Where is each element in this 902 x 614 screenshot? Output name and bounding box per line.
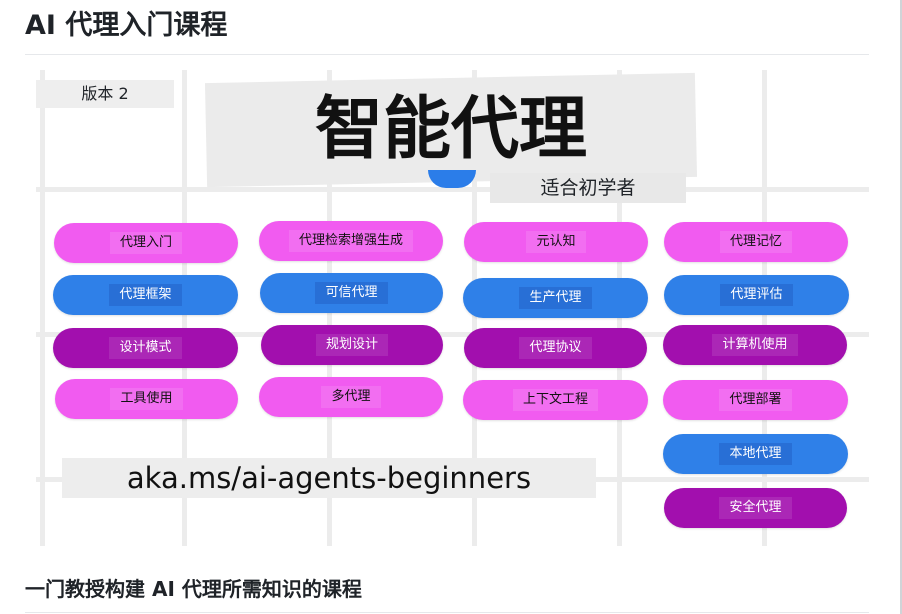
lesson-label: 代理入门 [109, 232, 182, 254]
decorative-shape [428, 170, 476, 188]
lesson-label: 生产代理 [519, 287, 592, 309]
lesson-label: 工具使用 [110, 388, 183, 410]
lesson-pill: 设计模式 [53, 328, 238, 368]
lesson-pill: 多代理 [259, 377, 443, 417]
lesson-pill: 工具使用 [55, 379, 238, 419]
lesson-pill: 代理评估 [664, 275, 849, 315]
lesson-pill: 元认知 [464, 222, 648, 262]
lesson-pill: 代理记忆 [664, 222, 848, 262]
lesson-label: 代理记忆 [719, 231, 792, 253]
section-heading: 一门教授构建 AI 代理所需知识的课程 [25, 577, 362, 601]
grid-line [40, 70, 45, 546]
lesson-pill: 可信代理 [260, 273, 443, 313]
version-label: 版本 2 [36, 80, 174, 108]
lesson-label: 安全代理 [719, 497, 792, 519]
lesson-label: 代理检索增强生成 [288, 230, 413, 252]
lesson-pill: 上下文工程 [463, 380, 648, 420]
lesson-label: 本地代理 [719, 443, 792, 465]
lesson-pill: 代理框架 [53, 275, 238, 315]
course-url: aka.ms/ai-agents-beginners [62, 458, 596, 498]
lesson-label: 代理评估 [720, 284, 793, 306]
lesson-pill: 计算机使用 [663, 325, 847, 365]
grid-line [36, 332, 869, 337]
audience-label: 适合初学者 [490, 173, 686, 203]
lesson-label: 上下文工程 [512, 389, 598, 411]
lesson-pill: 生产代理 [463, 278, 648, 318]
lesson-label: 代理协议 [519, 337, 592, 359]
lesson-pill: 规划设计 [261, 325, 443, 365]
lesson-pill: 代理检索增强生成 [259, 221, 443, 261]
lesson-label: 规划设计 [315, 334, 388, 356]
lesson-pill: 安全代理 [664, 488, 847, 528]
grid-line [36, 187, 869, 192]
lesson-label: 代理框架 [109, 284, 182, 306]
lesson-label: 可信代理 [315, 282, 388, 304]
lesson-label: 元认知 [526, 231, 586, 253]
lesson-label: 设计模式 [109, 337, 182, 359]
lesson-pill: 代理入门 [54, 223, 238, 263]
scrollbar[interactable] [900, 0, 902, 614]
title-divider [25, 54, 869, 55]
banner-headline: 智能代理 [314, 90, 587, 169]
heading-divider [25, 612, 869, 613]
lesson-pill: 代理协议 [464, 328, 647, 368]
course-banner-image: 版本 2 智能代理 适合初学者 代理入门 代理检索增强生成 元认知 代理记忆 代… [36, 70, 869, 546]
lesson-pill: 本地代理 [663, 434, 848, 474]
lesson-label: 计算机使用 [712, 334, 798, 356]
page-title: AI 代理入门课程 [25, 10, 228, 41]
lesson-pill: 代理部署 [663, 380, 848, 420]
lesson-label: 多代理 [321, 386, 381, 408]
lesson-label: 代理部署 [719, 389, 792, 411]
